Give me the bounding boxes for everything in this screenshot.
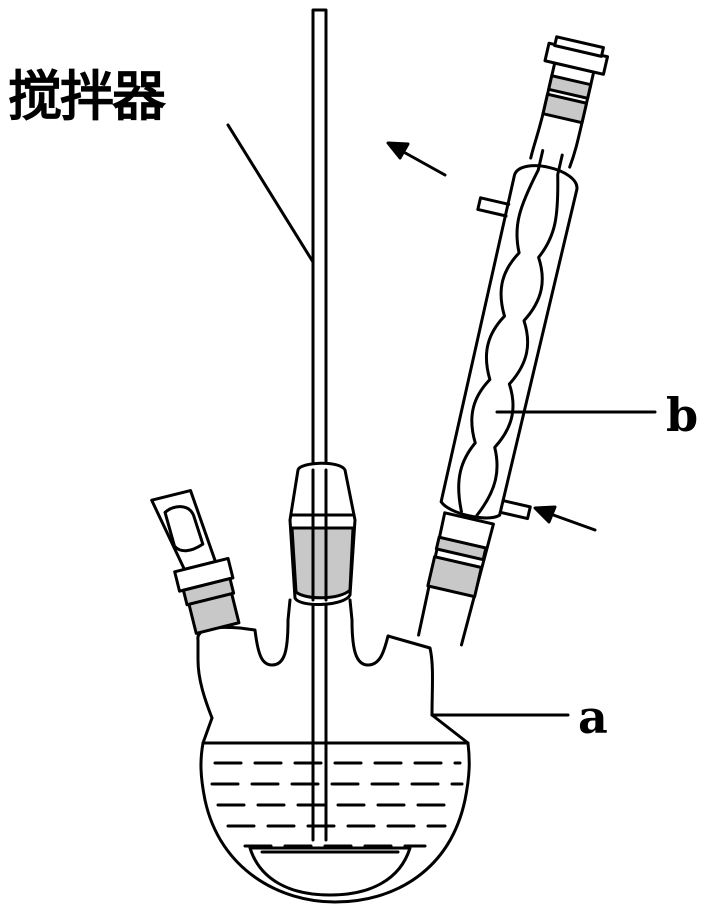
- stirrer: [226, 8, 412, 897]
- water-out-arrow: [398, 148, 447, 177]
- three-neck-flask: [196, 598, 471, 904]
- flask-label-a: a: [578, 690, 608, 744]
- condenser-label-b: b: [666, 388, 699, 442]
- water-out-arrowhead: [386, 141, 410, 160]
- left-neck-stopper: [150, 489, 241, 635]
- reflux-condenser: [417, 35, 610, 647]
- stirrer-label: 搅拌器: [8, 64, 166, 128]
- stirrer-seal: [288, 461, 357, 606]
- water-in-arrowhead: [533, 505, 557, 524]
- water-flow-arrows: [386, 141, 597, 532]
